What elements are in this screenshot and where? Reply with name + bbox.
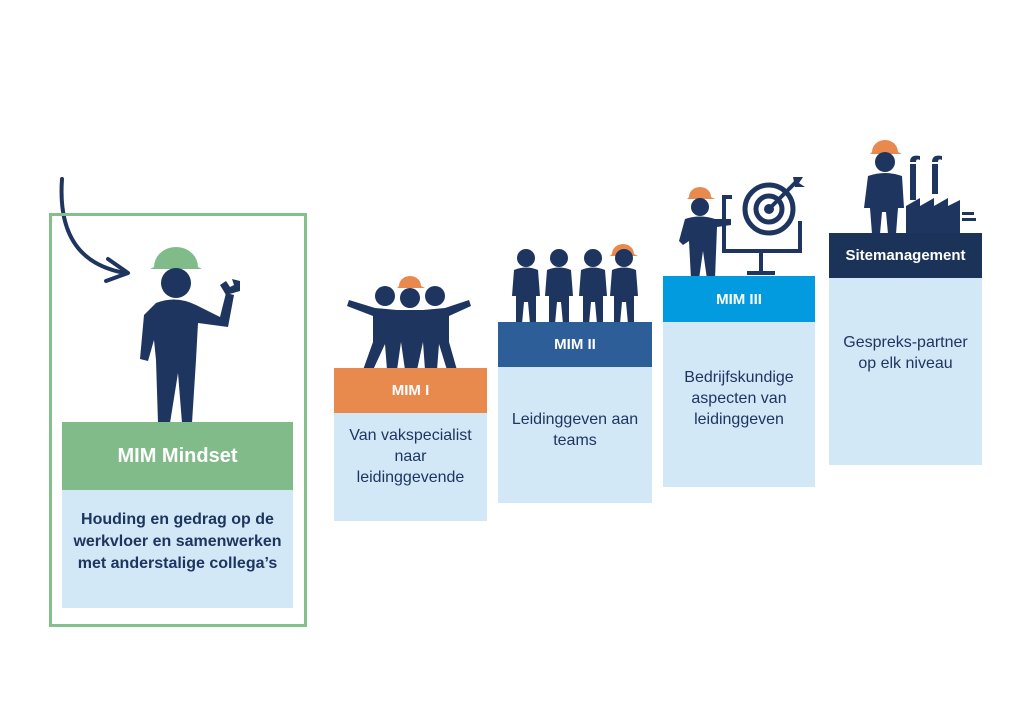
step-header-mim-mindset: MIM Mindset: [62, 422, 293, 490]
step-header-mim-i: MIM I: [334, 368, 487, 413]
step-header-sitemanagement: Sitemanagement: [829, 233, 982, 278]
step-description-mim-iii: Bedrijfskundige aspecten van leidinggeve…: [663, 322, 815, 487]
curved-arrow-icon: [59, 177, 130, 283]
highlight-frame: [49, 213, 307, 627]
step-description-mim-ii: Leidinggeven aan teams: [498, 367, 652, 503]
worker-with-factory-icon: [864, 140, 976, 234]
step-description-mim-mindset: Houding en gedrag op de werkvloer en sam…: [62, 490, 293, 608]
step-header-mim-ii: MIM II: [498, 322, 652, 367]
worker-with-wrench-icon: [140, 247, 240, 423]
step-header-mim-iii: MIM III: [663, 276, 815, 322]
presenter-with-target-icon: [679, 177, 805, 279]
step-description-sitemanagement: Gespreks-partner op elk niveau: [829, 278, 982, 465]
step-description-mim-i: Van vakspecialist naar leidinggevende: [334, 413, 487, 521]
group-of-workers-icon: [347, 276, 471, 370]
team-of-workers-icon: [512, 244, 638, 324]
